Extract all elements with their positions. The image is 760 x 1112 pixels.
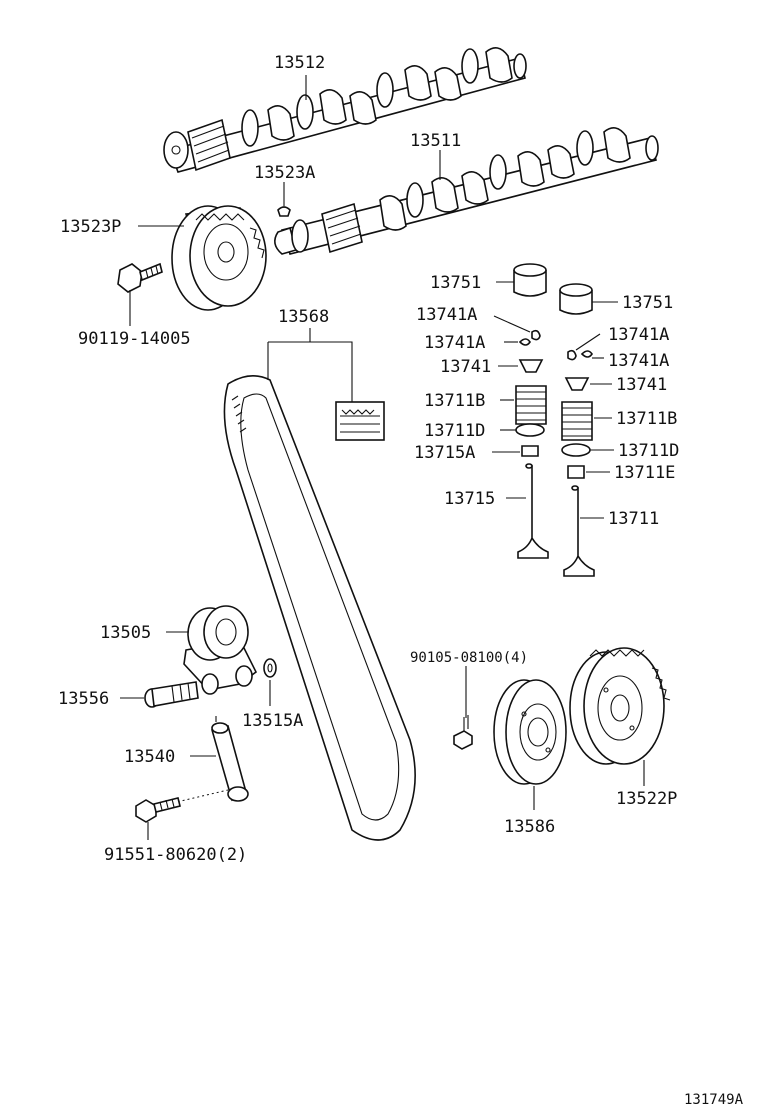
camshaft-13511: [274, 127, 659, 255]
seal-right: [567, 465, 585, 479]
camshaft-13512: [163, 47, 527, 173]
idler-pulley-13505: [183, 605, 258, 695]
label-13505: 13505: [100, 623, 151, 643]
label-13522P: 13522P: [616, 789, 677, 809]
label-13568: 13568: [278, 307, 329, 327]
crank-pulley-13522P: [569, 647, 671, 765]
spacer-13515A: [263, 658, 277, 678]
label-13741A-left-1: 13741A: [416, 305, 477, 325]
crank-plate-13586: [493, 679, 567, 785]
label-13741A-left-2: 13741A: [424, 333, 485, 353]
label-13556: 13556: [58, 689, 109, 709]
label-13711E: 13711E: [614, 463, 675, 483]
label-13751-right: 13751: [622, 293, 673, 313]
label-13711D-right: 13711D: [618, 441, 679, 461]
label-13741A-right-2: 13741A: [608, 351, 669, 371]
label-13523A: 13523A: [254, 163, 315, 183]
keeper-left-2: [518, 338, 531, 346]
label-13512: 13512: [274, 53, 325, 73]
label-13741-left: 13741: [440, 357, 491, 377]
cam-pulley-13523P: [171, 205, 267, 311]
keeper-right-2: [580, 350, 593, 358]
bolt-90105-08100: [453, 715, 473, 750]
timing-belt-13568: [223, 375, 416, 841]
label-13711: 13711: [608, 509, 659, 529]
label-13751-left: 13751: [430, 273, 481, 293]
seat-right: [561, 443, 591, 457]
label-90105-08100: 90105-08100(4): [410, 650, 528, 666]
label-91551-80620: 91551-80620(2): [104, 845, 247, 865]
label-13711B-left: 13711B: [424, 391, 485, 411]
spring-right: [561, 401, 593, 441]
keeper-left-1: [531, 329, 541, 341]
keeper-right-1: [567, 349, 577, 361]
label-13711B-right: 13711B: [616, 409, 677, 429]
valve-left-13715: [517, 463, 549, 559]
label-13586: 13586: [504, 817, 555, 837]
tensioner-13540: [211, 716, 249, 802]
lifter-right-13751: [559, 283, 593, 315]
figure-id: 131749A: [684, 1092, 744, 1108]
label-13715: 13715: [444, 489, 495, 509]
retainer-left: [518, 359, 544, 373]
bolt-13556: [144, 681, 199, 708]
label-13523P: 13523P: [60, 217, 121, 237]
valve-right-13711: [563, 485, 595, 577]
label-13540: 13540: [124, 747, 175, 767]
label-13515A: 13515A: [242, 711, 303, 731]
label-13741A-right-1: 13741A: [608, 325, 669, 345]
bolt-90119-14005: [117, 262, 163, 293]
label-13711D-left: 13711D: [424, 421, 485, 441]
retainer-right: [564, 377, 590, 391]
leader-13568: [267, 328, 353, 402]
seal-left: [521, 445, 539, 457]
lifter-left-13751: [513, 263, 547, 297]
label-13511: 13511: [410, 131, 461, 151]
belt-section-icon: [335, 401, 385, 441]
seat-left: [515, 423, 545, 437]
spring-left: [515, 385, 547, 425]
pin-13523A: [277, 206, 291, 217]
leader-13741A-l1: [493, 315, 531, 333]
leader-13741A-r1: [575, 333, 601, 351]
label-13741-right: 13741: [616, 375, 667, 395]
label-90119-14005: 90119-14005: [78, 329, 191, 349]
bolt-91551-80620: [135, 797, 181, 823]
label-13715A: 13715A: [414, 443, 475, 463]
